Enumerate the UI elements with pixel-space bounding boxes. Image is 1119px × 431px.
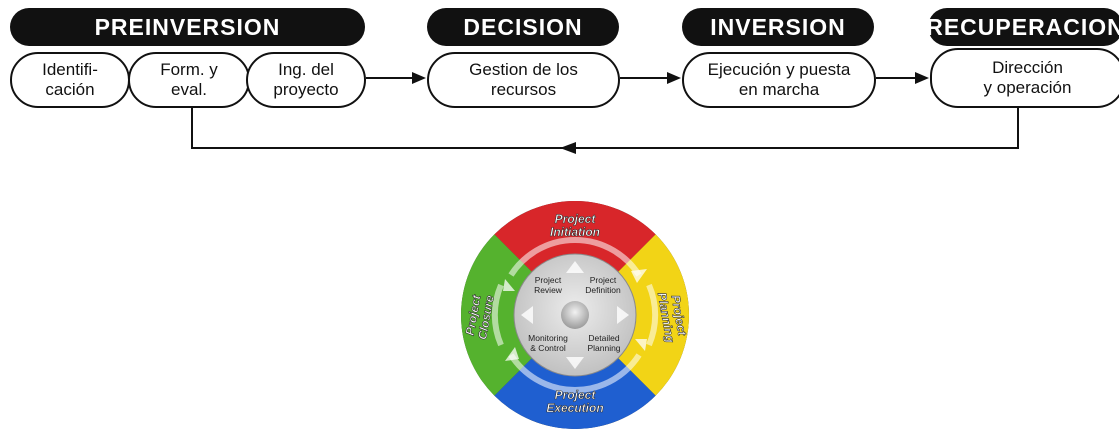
arrow-left-icon — [560, 142, 576, 154]
cycle-arrow-icon — [631, 269, 647, 283]
step-ejecucion-puesta: Ejecución y puesta en marcha — [682, 52, 876, 108]
phase-header-decision: DECISION — [427, 8, 619, 46]
phase-header-preinversion: PREINVERSION — [10, 8, 365, 46]
center-arrow-up-icon — [566, 261, 584, 273]
center-hub — [561, 301, 589, 329]
inner-label-monitoring: Monitoring& Control — [528, 333, 568, 353]
center-arrow-left-icon — [521, 306, 533, 324]
step-ing-proyecto: Ing. del proyecto — [246, 52, 366, 108]
phase-header-recuperacion: RECUPERACION — [926, 8, 1119, 46]
cycle-arrow-icon — [505, 347, 519, 361]
flow-connectors — [191, 72, 1019, 154]
center-arrow-right-icon — [617, 306, 629, 324]
step-gestion-recursos: Gestion de los recursos — [427, 52, 620, 108]
cycle-arrow-icon — [503, 279, 515, 291]
step-direccion-operacion: Dirección y operación — [930, 48, 1119, 108]
step-form-eval: Form. y eval. — [128, 52, 250, 108]
arrow-right-icon — [915, 72, 929, 84]
arrow-right-icon — [412, 72, 426, 84]
phase-header-inversion: INVERSION — [682, 8, 874, 46]
arrow-right-icon — [667, 72, 681, 84]
step-identificacion: Identifi- cación — [10, 52, 130, 108]
center-arrow-down-icon — [566, 357, 584, 369]
cycle-arrow-icon — [635, 339, 647, 351]
